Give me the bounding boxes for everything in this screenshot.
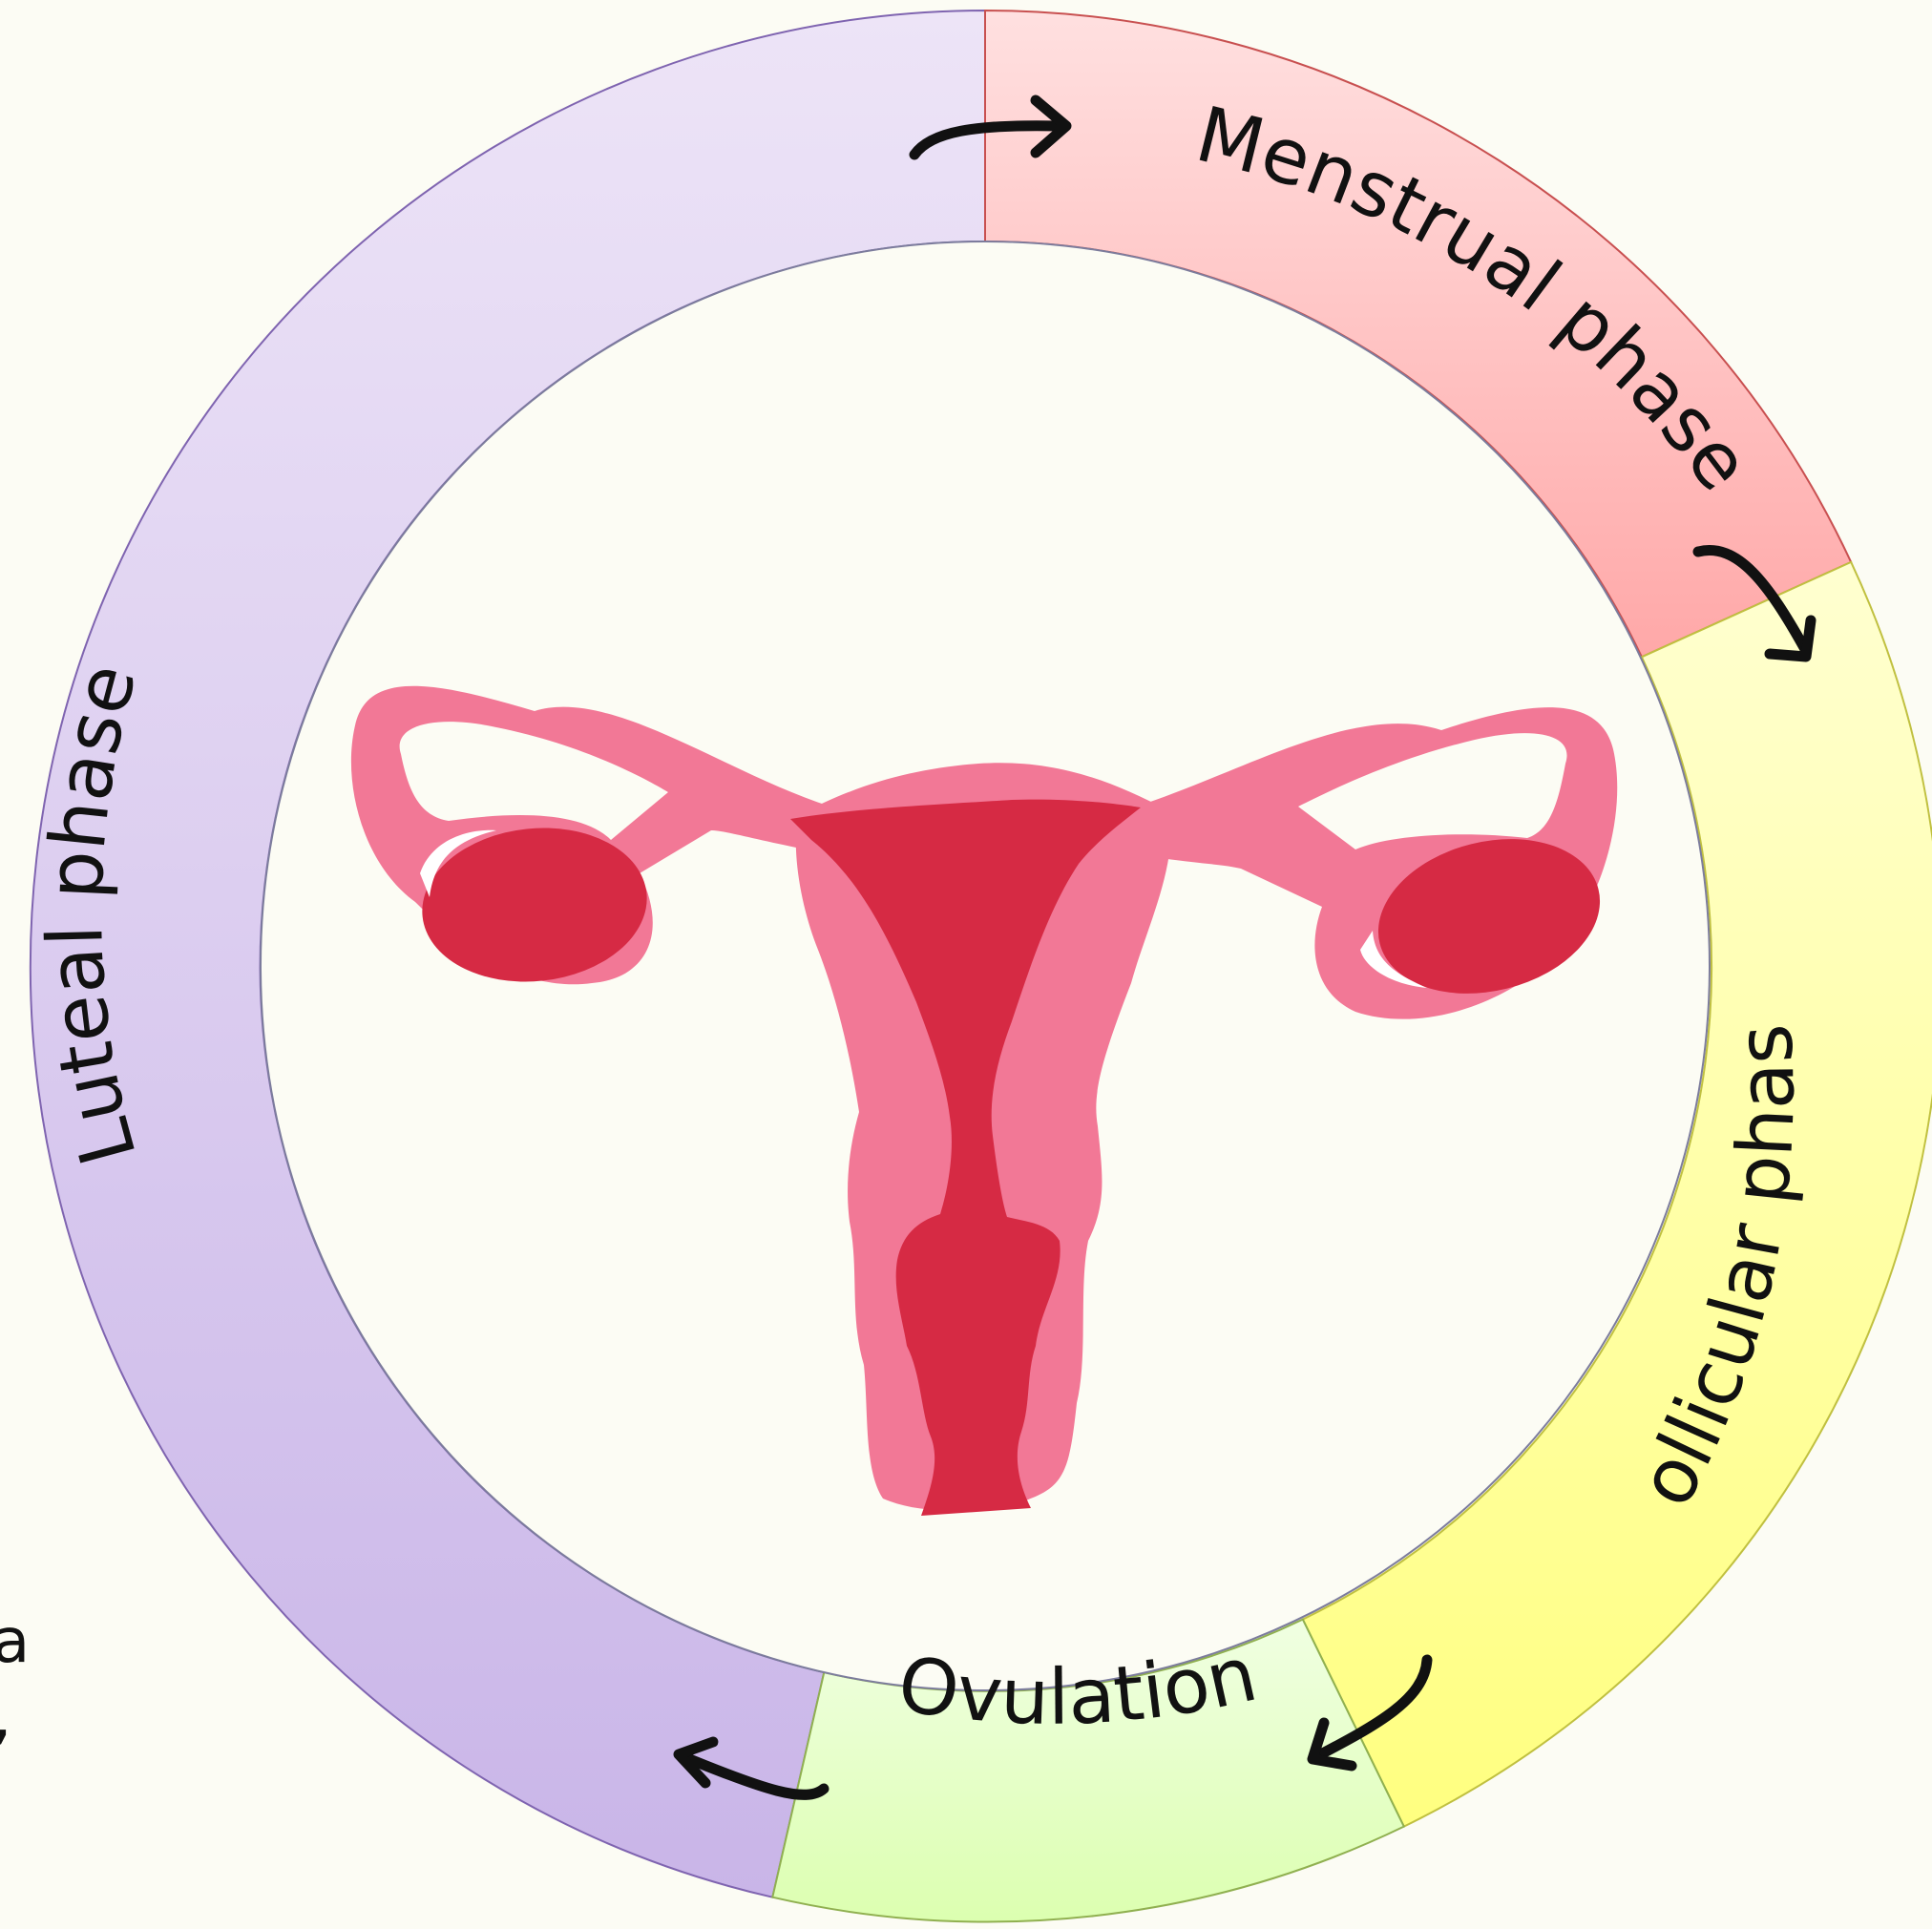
- edge-fragment-a: a: [0, 1606, 30, 1677]
- edge-fragment-comma: ,: [0, 1682, 11, 1752]
